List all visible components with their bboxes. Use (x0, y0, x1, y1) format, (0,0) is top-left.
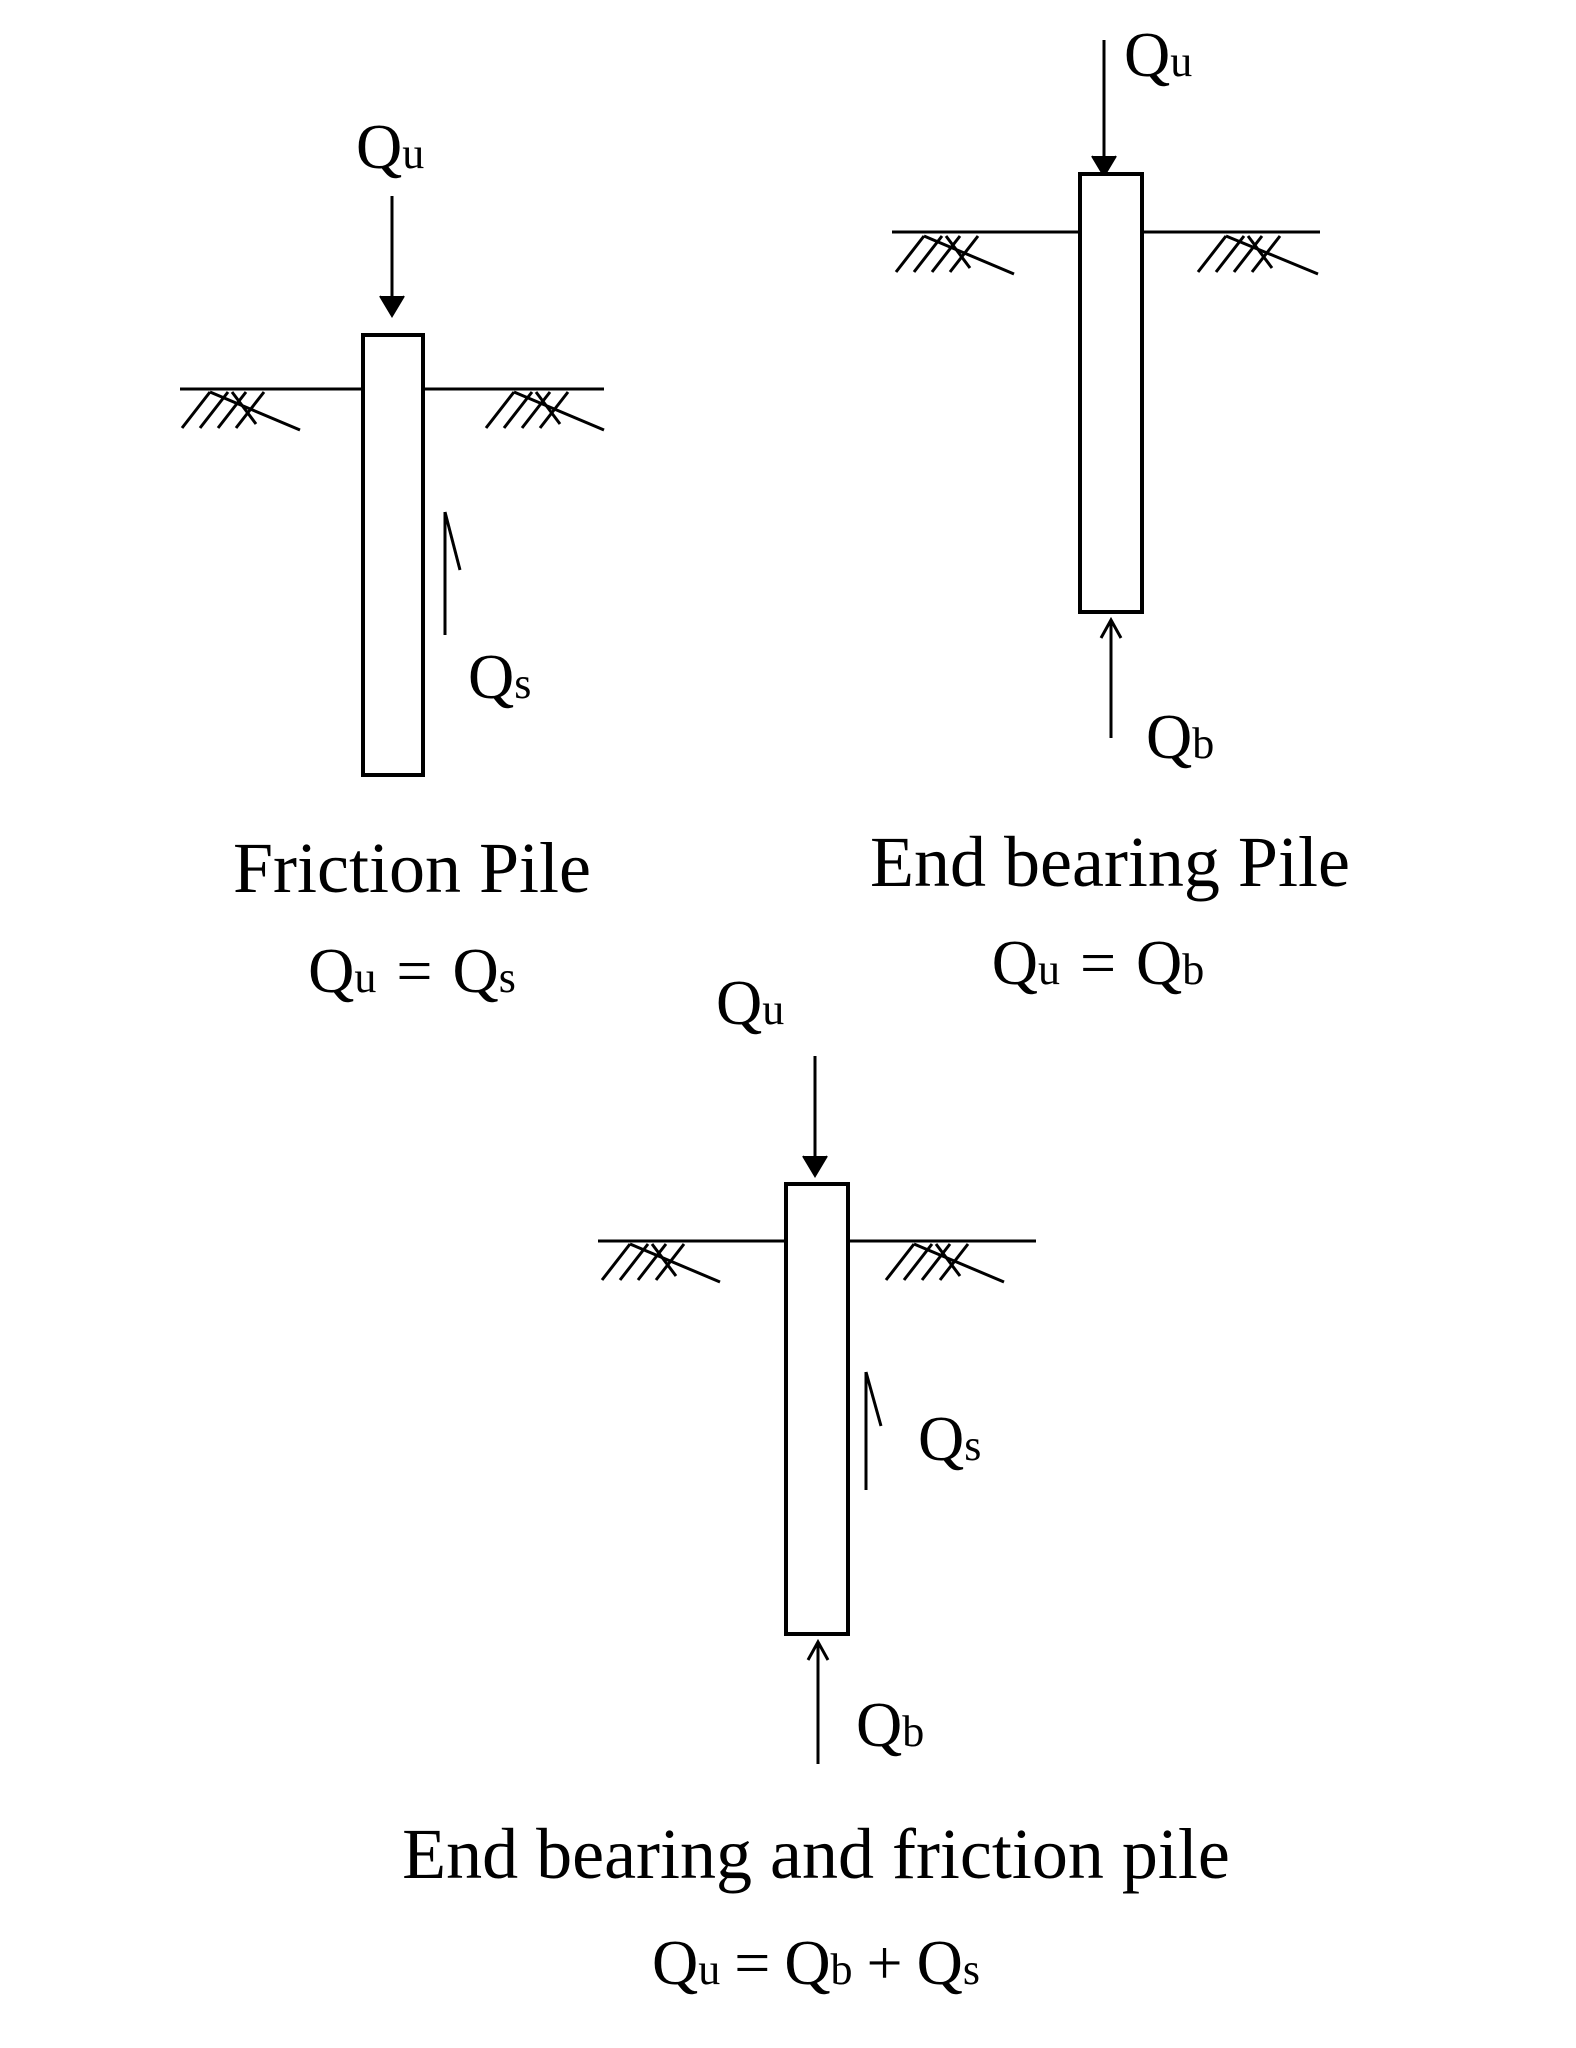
base-arrowhead (1099, 616, 1123, 639)
pile-equation: Qu=Qs (308, 935, 516, 1006)
pile-shaft (784, 1182, 850, 1636)
friction-arrow-barb (864, 1371, 883, 1427)
ground-hatch-right (884, 1242, 1005, 1284)
end-bearing-pile-figure: Qu Qb End bearing Pile Qu=Qb (870, 19, 1350, 998)
load-arrowhead (802, 1155, 828, 1178)
qb-label: Qb (856, 1689, 924, 1760)
load-arrowhead (379, 295, 405, 318)
qs-label: Qs (468, 641, 531, 712)
ground-hatch-left (600, 1242, 721, 1284)
combined-pile-figure: Qu Qs Qb End bearing and friction pile Q… (402, 967, 1230, 1998)
qu-label: Qu (716, 967, 784, 1038)
pile-shaft (1078, 172, 1144, 614)
qu-label: Qu (356, 111, 424, 182)
pile-shaft (361, 333, 425, 777)
qs-label: Qs (918, 1403, 981, 1474)
friction-pile-figure: Qu Qs Friction Pile Qu=Qs (180, 111, 605, 1006)
qu-label: Qu (1124, 19, 1192, 90)
pile-title: Friction Pile (233, 828, 591, 908)
ground-hatch-right (1196, 234, 1319, 276)
pile-equation: Qu=Qb (992, 927, 1205, 998)
pile-title: End bearing and friction pile (402, 1814, 1230, 1894)
ground-hatch-left (180, 390, 301, 432)
qb-label: Qb (1146, 701, 1214, 772)
friction-arrow-barb (443, 511, 462, 571)
ground-hatch-right (484, 390, 605, 432)
pile-title: End bearing Pile (870, 822, 1350, 902)
pile-equation: Qu=Qb+Qs (652, 1927, 980, 1998)
ground-hatch-left (894, 234, 1015, 276)
base-arrowhead (806, 1638, 830, 1661)
